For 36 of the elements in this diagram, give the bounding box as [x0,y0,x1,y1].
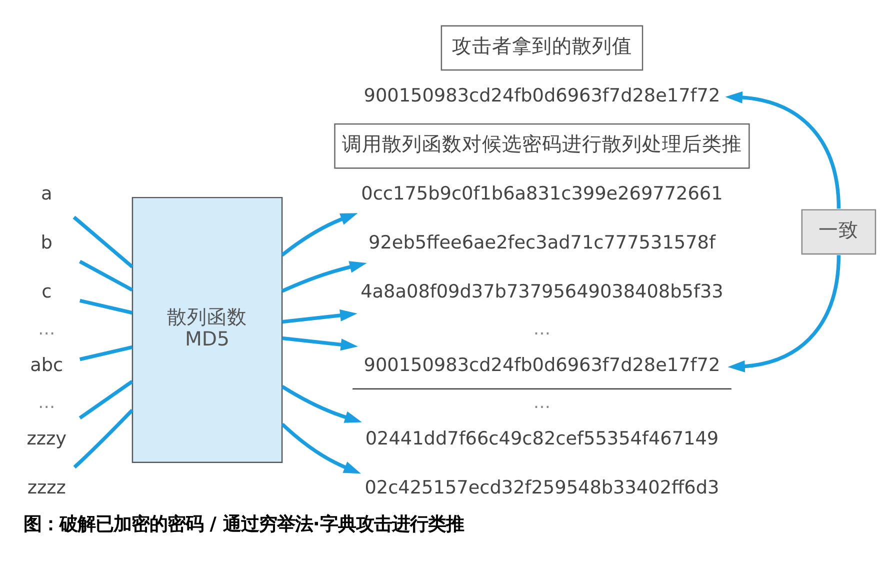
caption: 图：破解已加密的密码 / 通过穷举法·字典攻击进行类推 [23,514,464,535]
node-text: 900150983cd24fb0d6963f7d28e17f72 [364,355,720,376]
node-text: zzzy [26,428,67,450]
node-text: 02c425157ecd32f259548b33402ff6d3 [364,478,720,499]
node-text: 92eb5ffee6ae2fec3ad71c777531578f [368,232,716,254]
node-box: 一致 [801,209,876,255]
connector [73,408,134,469]
arrow [281,261,367,293]
arrow [282,309,358,324]
node-box: 散列函数 MD5 [132,196,283,464]
node-text: b [40,232,52,254]
arrow [282,336,358,351]
arrow [281,385,362,423]
connector [72,216,134,268]
arrow [280,213,358,257]
arrow [281,422,361,474]
label: … [38,320,56,340]
node-text: 0cc175b9c0f1b6a831c399e269772661 [361,183,723,204]
node-text: c [42,281,52,302]
node-text: a [40,183,52,204]
node-text: 02441dd7f66c49c82cef55354f467149 [365,428,719,450]
connector [79,298,133,315]
node-text: 900150983cd24fb0d6963f7d28e17f72 [364,85,720,106]
node-text: zzzz [27,478,66,499]
node-box: 调用散列函数对候选密码进行散列处理后类推 [334,123,750,169]
node-text: 4a8a08f09d37b73795649038408b5f33 [360,281,724,302]
connector [79,345,133,362]
arrow [728,255,841,372]
connector [78,380,134,420]
node-text: abc [30,355,64,376]
label: … [533,320,551,340]
label: … [533,393,551,414]
node-box: 攻击者拿到的散列值 [440,25,644,71]
label: … [38,393,56,414]
connector [79,260,134,292]
arrow [725,91,841,209]
